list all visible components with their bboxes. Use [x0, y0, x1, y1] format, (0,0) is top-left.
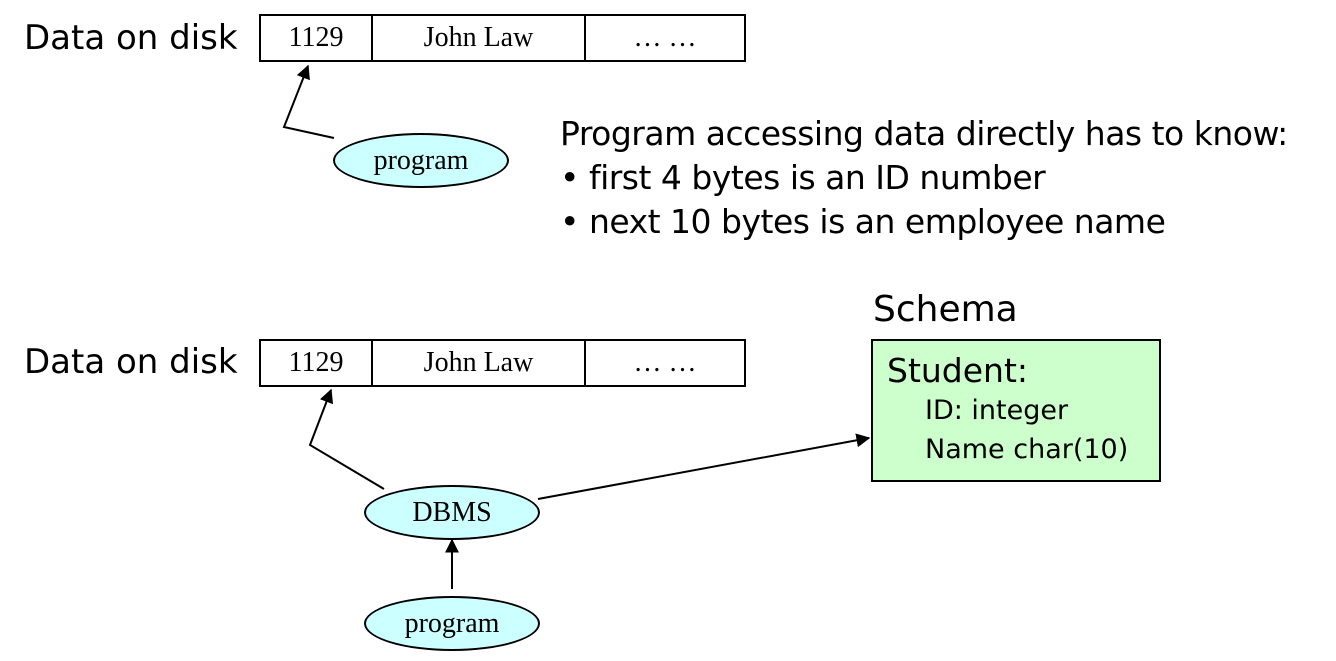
- record-id-cell: 1129: [261, 341, 373, 385]
- schema-field-name: Name char(10): [925, 434, 1129, 465]
- schema-title: Schema: [873, 289, 1018, 330]
- top-program-arrow: [282, 64, 335, 139]
- bottom-data-on-disk-label: Data on disk: [24, 342, 238, 382]
- direct-access-note: Program accessing data directly has to k…: [560, 112, 1288, 244]
- record-more-cell: … …: [633, 22, 697, 53]
- schema-field-id: ID: integer: [925, 395, 1069, 426]
- dbms-to-record-arrow: [308, 388, 385, 490]
- top-disk-record: 1129 John Law … …: [259, 14, 746, 62]
- dbms-to-schema-arrow: [537, 433, 871, 500]
- note-bullet-name: • next 10 bytes is an employee name: [560, 202, 1166, 241]
- record-name-cell: John Law: [373, 16, 586, 60]
- schema-box: Student: ID: integer Name char(10): [871, 339, 1161, 482]
- note-heading: Program accessing data directly has to k…: [560, 114, 1288, 153]
- schema-entity: Student:: [887, 351, 1029, 390]
- bottom-disk-record: 1129 John Law … …: [259, 339, 746, 387]
- record-more-cell: … …: [633, 347, 697, 378]
- top-data-on-disk-label: Data on disk: [24, 18, 238, 58]
- note-bullet-id: • first 4 bytes is an ID number: [560, 158, 1046, 197]
- record-name-cell: John Law: [373, 341, 586, 385]
- record-id-cell: 1129: [261, 16, 373, 60]
- dbms-node: DBMS: [364, 485, 540, 540]
- bottom-program-node: program: [364, 596, 540, 651]
- top-program-node: program: [333, 133, 509, 188]
